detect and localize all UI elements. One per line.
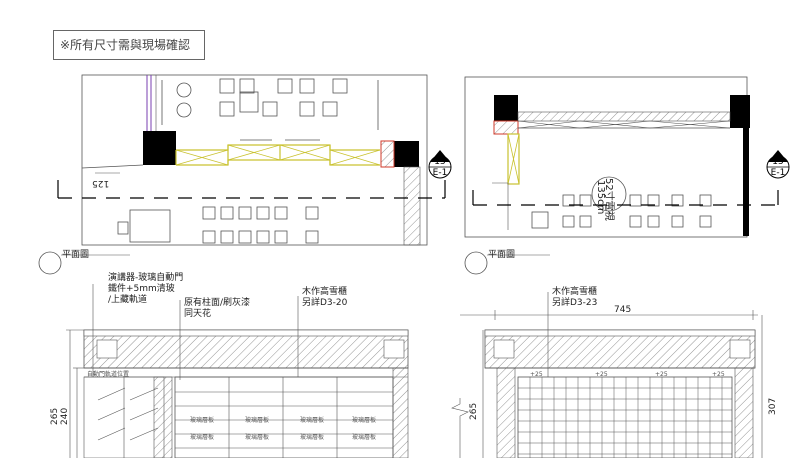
plan-left-dimension: 125 bbox=[92, 178, 110, 188]
callout-column-2: 同天花 bbox=[184, 309, 212, 319]
callout-cabinet-2: 另詳D3-20 bbox=[302, 298, 348, 308]
elevation-right bbox=[451, 292, 763, 458]
shelf-label: 玻璃層板 bbox=[245, 417, 270, 424]
plan-left-section-sheet: E-1 bbox=[432, 168, 448, 178]
tick-label: +25 bbox=[655, 371, 668, 378]
plan-right-caption: 平面圖 bbox=[488, 250, 516, 260]
shelf-label: 玻璃層板 bbox=[352, 417, 377, 424]
elevation-left bbox=[66, 284, 409, 458]
callout-cabinet-1: 木作高雪櫃 bbox=[302, 287, 348, 297]
door-track-label: 自動門軌道位置 bbox=[87, 371, 130, 378]
column-block bbox=[730, 95, 750, 128]
tv-size: 135cm bbox=[595, 180, 606, 215]
elev-left-inner-height: 240 bbox=[60, 407, 70, 425]
column-block bbox=[494, 95, 518, 121]
plan-left-section-num: 15 bbox=[434, 157, 446, 167]
plan-right bbox=[464, 76, 790, 275]
tv-circle bbox=[591, 176, 627, 212]
elev-right-height-right: 307 bbox=[768, 397, 778, 415]
callout-glass-door-1: 演講器-玻璃自動門 bbox=[108, 273, 184, 283]
shelf-label: 玻璃層板 bbox=[300, 417, 325, 424]
column-block bbox=[143, 131, 176, 165]
callout-right-cabinet-1: 木作高雪櫃 bbox=[552, 287, 598, 297]
elev-left-height: 265 bbox=[50, 407, 60, 425]
shelf-label: 玻璃層板 bbox=[190, 417, 215, 424]
callout-glass-door-3: /上藏軌道 bbox=[108, 295, 148, 305]
shelf-label: 玻璃層板 bbox=[245, 434, 270, 441]
column-block bbox=[394, 141, 419, 167]
shelf-label: 玻璃層板 bbox=[300, 434, 325, 441]
shelf-label: 玻璃層板 bbox=[352, 434, 377, 441]
plan-left-caption: 平面圖 bbox=[62, 250, 90, 260]
dimension-note: ※所有尺寸需與現場確認 bbox=[53, 30, 205, 60]
callout-right-cabinet-2: 另詳D3-23 bbox=[552, 298, 598, 308]
plan-left bbox=[38, 74, 452, 275]
callout-column-1: 原有柱面/刷灰漆 bbox=[184, 298, 251, 308]
plan-right-section-num: 15 bbox=[772, 157, 784, 167]
shelf-label: 玻璃層板 bbox=[190, 434, 215, 441]
tick-label: +25 bbox=[595, 371, 608, 378]
elev-right-height-left: 265 bbox=[469, 402, 479, 420]
tick-label: +25 bbox=[530, 371, 543, 378]
callout-glass-door-2: 鐵件+5mm清玻 bbox=[108, 284, 175, 294]
tick-label: +25 bbox=[712, 371, 725, 378]
plan-right-section-sheet: E-1 bbox=[770, 168, 786, 178]
elev-right-width: 745 bbox=[614, 305, 632, 315]
